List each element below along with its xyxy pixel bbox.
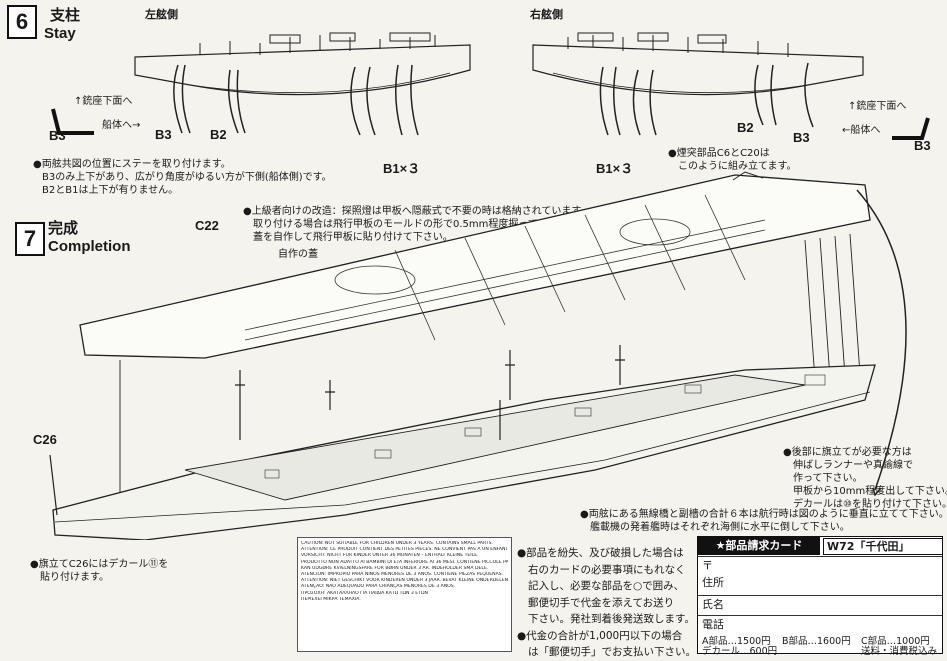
mast-note: ●両舷にある無線橋と副檣の合計６本は航行時は図のように垂直に立てて下さい。 艦載… — [580, 508, 947, 534]
c26-note: ●旗立てC26にはデカール⑪を 貼り付けます。 — [30, 558, 168, 584]
step6-note-line1: ●両舷共図の位置にステーを取り付けます。 — [33, 159, 231, 170]
left-side-label: 左舷側 — [145, 8, 178, 21]
chimney-note-line1: ●煙突部品C6とC20は — [668, 148, 770, 159]
warning-line: VORSICHT: NICHT FÜR KINDER UNTER 36 MONA… — [301, 553, 479, 559]
flagstaff-note-line2: 伸ばしランナーや真鍮線で — [793, 460, 913, 471]
parts-request-notice: ●部品を紛失、及び破損した場合は 右のカードの必要事項にもれなく 記入し、必要な… — [517, 545, 696, 661]
chimney-note-line2: このように組み立てます。 — [678, 161, 797, 172]
b3-stay-icon — [51, 108, 94, 135]
flagstaff-note: ●後部に旗立てが必要な方は 伸ばしランナーや真鍮線で 作って下さい。 甲板から1… — [783, 446, 947, 511]
b3-right-label: B3 — [793, 130, 810, 145]
inset-right-top-label: ↑銃座下面へ — [848, 101, 907, 112]
warning-line: ATENÇÃO: NÃO ADEQUADO PARA CRIANÇAS MENO… — [301, 584, 456, 590]
c26-note-line1: ●旗立てC26にはデカール⑪を — [30, 559, 169, 570]
name-field[interactable]: 氏名 — [698, 595, 942, 615]
order-card-model: W72「千代田」 — [823, 538, 943, 555]
step7-title-en: Completion — [48, 238, 131, 255]
inset-left-top-label: ↑銃座下面へ — [74, 96, 133, 107]
stay-inset-right: ↑銃座下面へ ←船体へ B3 — [838, 100, 943, 153]
warning-line: KAN UDGØRE KVÆLNINGSFARE FOR BØRN UNDER … — [301, 565, 489, 571]
b3-stay-icon-right — [892, 117, 930, 140]
warning-line: PRODOTTO NON ADATTO AI BAMBINI DI ETÀ IN… — [301, 559, 508, 565]
top-note-line2: 取り付ける場合は飛行甲板のモールドの形で0.5mm程度掘って、 — [253, 219, 548, 230]
right-side-label: 右舷側 — [530, 8, 563, 21]
step6-number: 6 — [7, 5, 37, 39]
warning-line: ATTENTION: CE PRODUIT CONTIENT DES PETIT… — [301, 547, 508, 553]
flagstaff-note-line3: 作って下さい。 — [793, 473, 863, 484]
top-note-line1: ●上級者向けの改造：探照燈は甲板へ隠蔽式で不要の時は格納されています。 — [243, 206, 591, 217]
parts-order-card: ★部品請求カード W72「千代田」 〒 住所 氏名 電話 A部品…1500円 B… — [697, 536, 943, 657]
completion-ship-drawing — [49, 171, 907, 540]
step6-note-line3: B2とB1は上下が有りません。 — [42, 185, 179, 196]
notice-line5: 下さい。発社到着後発送致します。 — [528, 613, 695, 625]
step7-title-jp: 完成 — [48, 219, 79, 237]
left-hull-drawing — [134, 32, 471, 136]
phone-field[interactable]: 電話 — [698, 615, 942, 633]
c26-note-line2: 貼り付けます。 — [40, 572, 109, 583]
right-hull-drawing — [532, 32, 864, 136]
c26-label: C26 — [33, 432, 57, 447]
notice-line2: 右のカードの必要事項にもれなく — [528, 563, 686, 576]
step6-title-jp: 支柱 — [50, 6, 81, 24]
b2-left-label: B2 — [210, 127, 227, 142]
b3-left-label: B3 — [155, 127, 172, 142]
inset-left-hull-label: 船体へ→ — [102, 120, 141, 131]
step7-number: 7 — [15, 222, 45, 256]
notice-line4: 郵便切手で代金を添えてお送り — [528, 596, 675, 609]
price-note: 送料・消費税込み — [861, 646, 938, 657]
step6-title-en: Stay — [44, 25, 76, 42]
c22-label: C22 — [195, 218, 219, 233]
inset-right-hull-label: ←船体へ — [842, 125, 881, 136]
warning-line: CAUTION: NOT SUITABLE FOR CHILDREN UNDER… — [301, 541, 493, 546]
chimney-note: ●煙突部品C6とC20は このように組み立てます。 — [668, 147, 797, 173]
notice-line3: 記入し、必要な部品を○で囲み、 — [528, 580, 685, 592]
inset-right-part: B3 — [914, 138, 931, 153]
name-label: 氏名 — [702, 598, 724, 611]
step7-top-note: ●上級者向けの改造：探照燈は甲板へ隠蔽式で不要の時は格納されています。 取り付け… — [243, 205, 590, 244]
warning-line: ATTENTION: NIET GESCHIKT VOOR KINDEREN O… — [301, 578, 508, 584]
warning-line: ΠΡΟΣΟΧΗ: ΑΚΑΤΑΛΛΗΛΟ ΓΙΑ ΠΑΙΔΙΑ ΚΑΤΩ ΤΩΝ … — [301, 590, 428, 596]
mast-note-line2: 艦載機の発着艦時はそれぞれ海側に水平に倒して下さい。 — [590, 522, 850, 533]
notice-line6: ●代金の合計が1,000円以下の場合 — [517, 629, 683, 642]
mast-note-line1: ●両舷にある無線橋と副檣の合計６本は航行時は図のように垂直に立てて下さい。 — [580, 509, 947, 520]
warning-line: ΠΕΡΙΕΧΕΙ ΜΙΚΡΑ ΤΕΜΑΧΙΑ. — [301, 596, 361, 602]
stay-inset-left: ↑銃座下面へ 船体へ→ B3 — [37, 93, 157, 143]
price-c: C部品…1000円 — [861, 636, 930, 647]
flagstaff-note-line5: デカールは⑩を貼り付けて下さい。 — [793, 499, 947, 510]
address-label: 住所 — [702, 576, 724, 589]
homemade-lid-label: 自作の蓋 — [278, 249, 318, 260]
order-card-header: ★部品請求カード — [698, 537, 820, 555]
b1-left-label: B1×３ — [383, 161, 421, 176]
postal-code-field[interactable]: 〒 — [698, 556, 942, 574]
inset-left-part: B3 — [49, 128, 66, 143]
top-note-line3: 蓋を自作して飛行甲板に貼り付けて下さい。 — [253, 232, 453, 243]
b2-right-label: B2 — [737, 120, 754, 135]
phone-label: 電話 — [702, 618, 724, 631]
price-b: B部品…1600円 — [782, 636, 851, 647]
flagstaff-note-line1: ●後部に旗立てが必要な方は — [783, 447, 912, 458]
notice-line7: は「郵便切手」でお支払い下さい。 — [528, 646, 696, 658]
step6-note: ●両舷共図の位置にステーを取り付けます。 B3のみ上下があり、広がり角度がゆるい… — [33, 158, 332, 197]
address-field[interactable]: 住所 — [698, 574, 942, 592]
b1-right-label: B1×３ — [596, 161, 634, 176]
step6-note-line2: B3のみ上下があり、広がり角度がゆるい方が下側(船体側)です。 — [42, 172, 332, 183]
price-decal: デカール…600円 — [702, 646, 778, 657]
price-a: A部品…1500円 — [702, 636, 771, 647]
notice-line1: ●部品を紛失、及び破損した場合は — [517, 547, 684, 559]
postal-mark: 〒 — [702, 559, 713, 572]
small-parts-warning: CAUTION: NOT SUITABLE FOR CHILDREN UNDER… — [297, 537, 512, 652]
flagstaff-note-line4: 甲板から10mm程度出して下さい。 — [793, 486, 947, 497]
warning-line: ATENCIÓN: IMPROPIO PARA NIÑOS MENORES DE… — [301, 572, 504, 578]
